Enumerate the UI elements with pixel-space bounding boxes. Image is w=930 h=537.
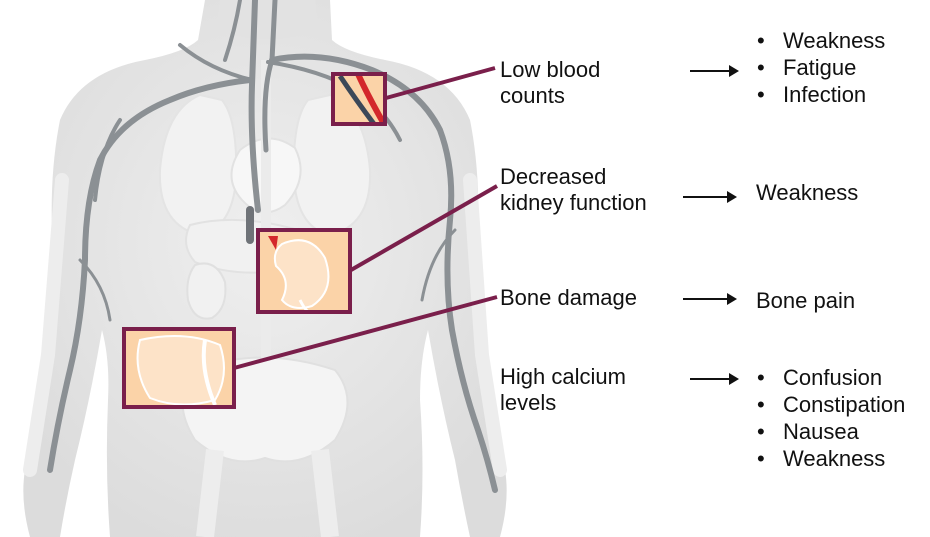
condition-label-line: Bone damage	[500, 285, 637, 311]
symptom-text: Nausea	[783, 419, 859, 444]
list-item: • Nausea	[757, 418, 905, 445]
bone-inset	[124, 329, 234, 407]
symptom-text: Constipation	[783, 392, 905, 417]
symptom-text: Weakness	[783, 446, 885, 471]
list-item: • Fatigue	[757, 54, 885, 81]
blood-vessel-inset	[333, 74, 385, 124]
symptom-list-blood: • Weakness • Fatigue • Infection	[757, 27, 885, 108]
bullet-icon: •	[757, 27, 765, 54]
kidney-inset	[258, 230, 350, 312]
condition-high-calcium-levels: High calcium levels	[500, 364, 626, 416]
right-arrow-icon	[683, 196, 735, 198]
bullet-icon: •	[757, 54, 765, 81]
symptom-text: Confusion	[783, 365, 882, 390]
condition-bone-damage: Bone damage	[500, 285, 637, 311]
condition-label-line: levels	[500, 390, 626, 416]
condition-label-line: counts	[500, 83, 600, 109]
list-item: • Constipation	[757, 391, 905, 418]
bullet-icon: •	[757, 445, 765, 472]
condition-label-line: kidney function	[500, 190, 647, 216]
symptom-text: Weakness	[756, 180, 858, 206]
symptom-text: Infection	[783, 82, 866, 107]
bullet-icon: •	[757, 364, 765, 391]
condition-label-line: Decreased	[500, 164, 647, 190]
symptom-list-calcium: • Confusion • Constipation • Nausea • Weakne…	[757, 364, 905, 472]
list-item: • Weakness	[757, 445, 905, 472]
bullet-icon: •	[757, 81, 765, 108]
right-arrow-icon	[690, 378, 737, 380]
list-item: • Weakness	[757, 27, 885, 54]
symptom-text: Fatigue	[783, 55, 856, 80]
bullet-icon: •	[757, 391, 765, 418]
condition-low-blood-counts: Low blood counts	[500, 57, 600, 109]
symptom-text: Weakness	[783, 28, 885, 53]
condition-label-line: Low blood	[500, 57, 600, 83]
right-arrow-icon	[690, 70, 737, 72]
symptom-text: Bone pain	[756, 288, 855, 314]
condition-label-line: High calcium	[500, 364, 626, 390]
bullet-icon: •	[757, 418, 765, 445]
condition-decreased-kidney-function: Decreased kidney function	[500, 164, 647, 216]
list-item: • Infection	[757, 81, 885, 108]
right-arrow-icon	[683, 298, 735, 300]
list-item: • Confusion	[757, 364, 905, 391]
